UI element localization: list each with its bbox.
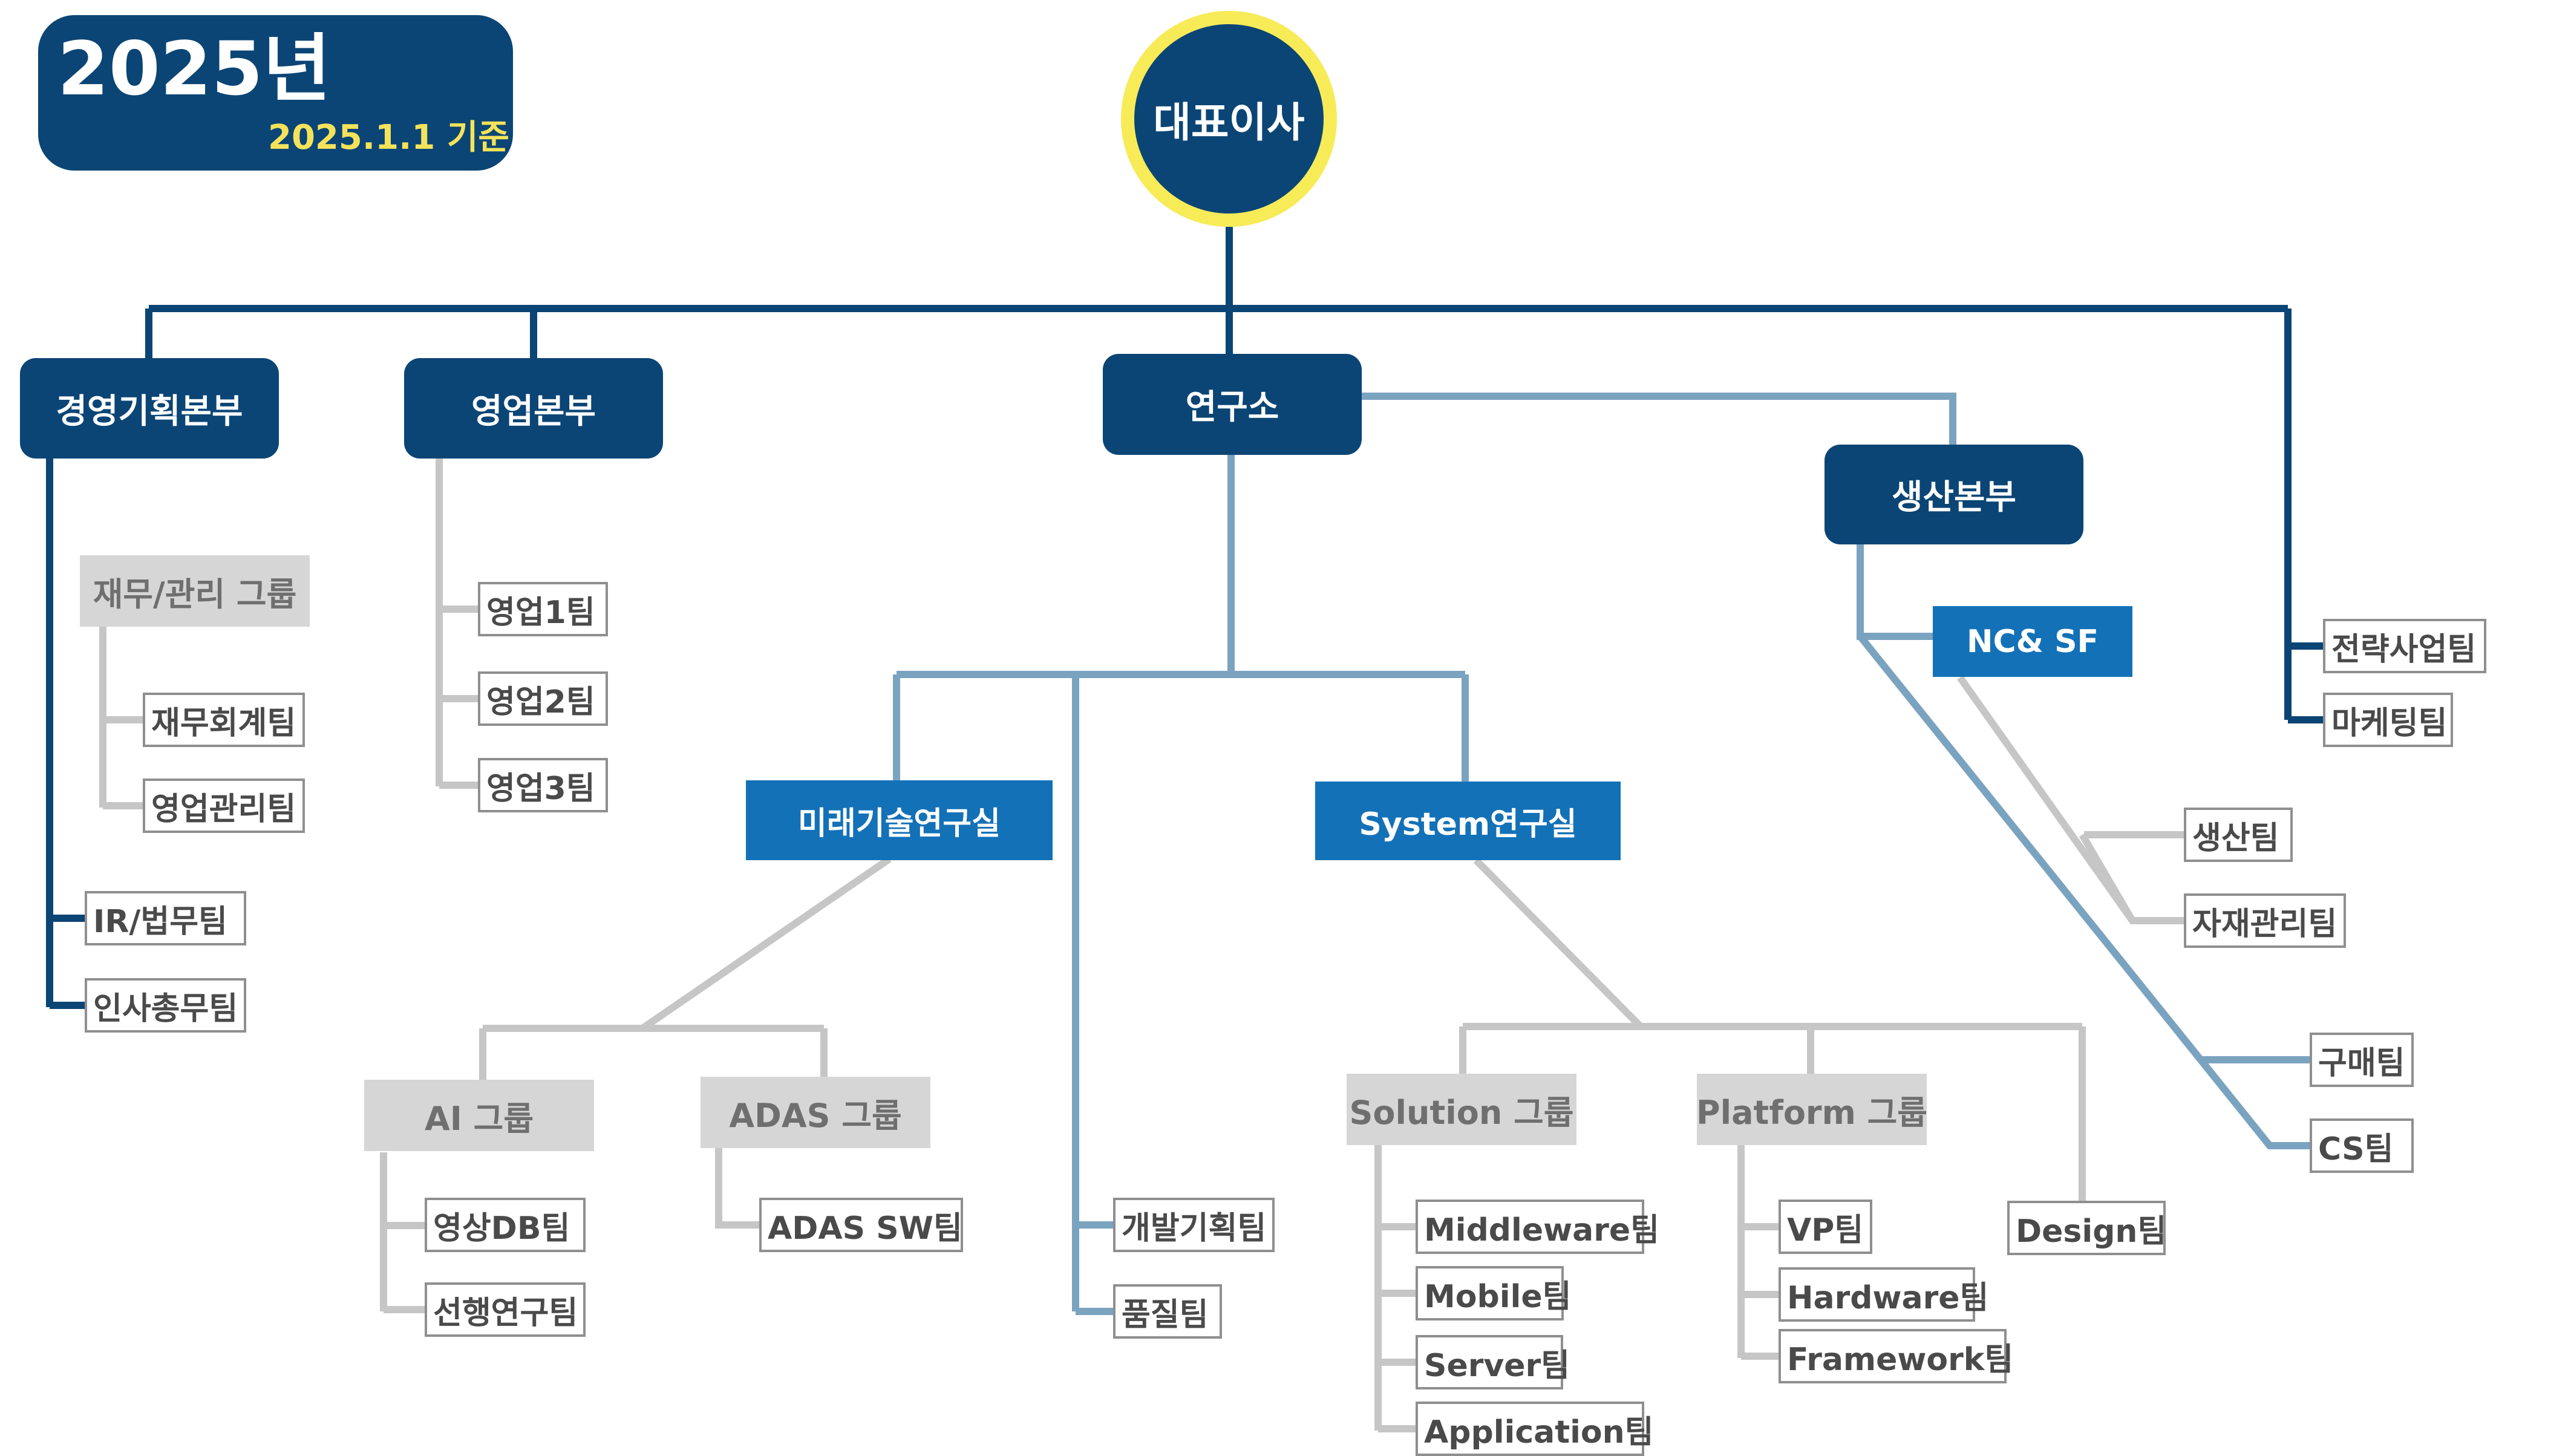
team-middleware: Middleware팀: [1416, 1200, 1659, 1254]
badge-year: 2025년: [57, 26, 331, 112]
team-sales-mgmt: 영업관리팀: [143, 779, 305, 833]
ceo-node: 대표이사: [1121, 11, 1337, 227]
ai-team-line: [380, 1152, 425, 1313]
future-lab-diagonal-line: [640, 856, 892, 1031]
lab-future: 미래기술연구실: [746, 780, 1053, 860]
team-marketing: 마케팅팀: [2323, 693, 2453, 747]
team-materials: 자재관리팀: [2184, 893, 2346, 948]
team-server: Server팀: [1416, 1335, 1570, 1389]
dept-research: 연구소: [1103, 354, 1362, 455]
team-mobile: Mobile팀: [1416, 1266, 1571, 1321]
adas-team-line: [715, 1143, 759, 1229]
lab-system: System연구실: [1315, 782, 1621, 860]
solution-platform-bus-line: [1459, 1023, 2086, 1201]
team-sales3: 영업3팀: [478, 758, 608, 812]
team-strategy: 전략사업팀: [2323, 619, 2486, 673]
team-accounting: 재무회계팀: [143, 693, 305, 747]
team-video-db: 영상DB팀: [425, 1198, 586, 1252]
ai-adas-bus-line: [479, 1025, 828, 1080]
year-badge: 2025년 2025.1.1 기준: [38, 15, 513, 171]
dev-quality-line: [1072, 674, 1113, 1315]
group-adas: ADAS 그룹: [701, 1077, 930, 1148]
team-adas-sw: ADAS SW팀: [759, 1198, 963, 1252]
team-hr: 인사총무팀: [85, 978, 246, 1033]
group-platform: Platform 그룹: [1696, 1074, 1927, 1145]
platform-team-line: [1737, 1143, 1779, 1360]
badge-date: 2025.1.1 기준: [268, 118, 509, 157]
dept-management: 경영기획본부: [20, 358, 279, 459]
team-hardware: Hardware팀: [1779, 1267, 1988, 1322]
team-sales1: 영업1팀: [478, 582, 608, 636]
gray-connectors: [99, 459, 2184, 1432]
team-purchasing: 구매팀: [2310, 1033, 2414, 1087]
dept-sales: 영업본부: [404, 358, 663, 459]
strategy-marketing-line: [2284, 309, 2323, 723]
steel-connectors: [893, 393, 2310, 1315]
group-solution: Solution 그룹: [1347, 1074, 1576, 1145]
team-framework: Framework팀: [1779, 1329, 2013, 1383]
dept-production: 생산본부: [1825, 445, 2083, 544]
production-team-line: [2079, 831, 2184, 923]
team-design: Design팀: [2007, 1201, 2166, 1255]
group-ai: AI 그룹: [364, 1080, 594, 1151]
team-vp: VP팀: [1779, 1200, 1872, 1254]
team-advanced: 선행연구팀: [425, 1282, 586, 1337]
group-finance: 재무/관리 그룹: [80, 555, 310, 627]
finance-group-line: [99, 626, 143, 809]
management-branch-line: [46, 459, 85, 1009]
production-left-line: [1857, 544, 1933, 640]
team-ir-legal: IR/법무팀: [85, 891, 246, 945]
navy-connectors: [46, 227, 2323, 1009]
cs-diagonal-line: [1857, 634, 2310, 1149]
lab-ncsf: NC& SF: [1933, 606, 2132, 677]
team-production: 생산팀: [2184, 808, 2293, 862]
team-dev-planning: 개발기획팀: [1113, 1198, 1275, 1252]
system-lab-diagonal-line: [1473, 857, 1644, 1030]
solution-team-line: [1374, 1143, 1416, 1432]
research-production-line: [1361, 393, 1956, 445]
sales-team-line: [436, 459, 478, 789]
team-cs: CS팀: [2310, 1118, 2414, 1173]
team-quality: 품질팀: [1113, 1284, 1222, 1339]
team-sales2: 영업2팀: [478, 671, 608, 726]
team-application: Application팀: [1416, 1402, 1654, 1456]
